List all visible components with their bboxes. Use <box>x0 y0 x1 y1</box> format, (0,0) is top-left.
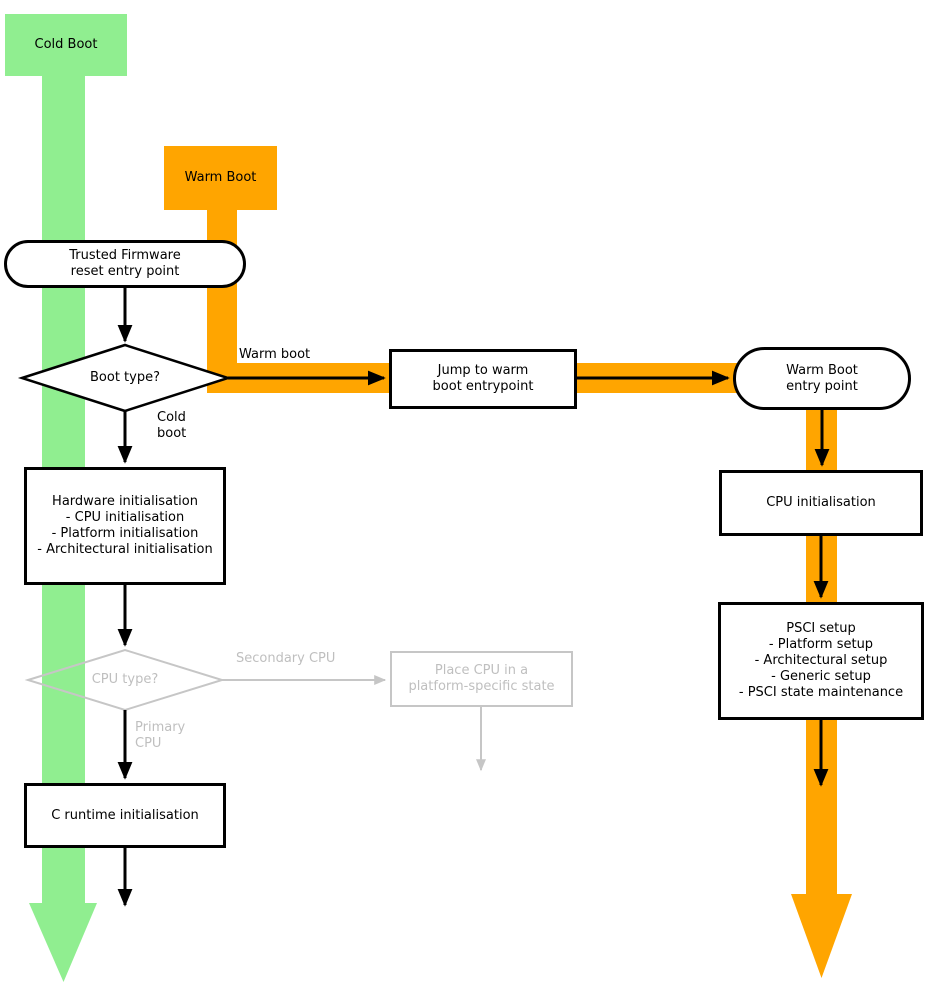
warm-boot-start-node: Warm Boot <box>164 146 277 210</box>
cold-boot-start-node: Cold Boot <box>5 14 127 76</box>
warm-boot-branch-label: Warm boot <box>239 347 311 362</box>
warm-boot-flow-arrowhead <box>791 894 852 978</box>
cpu-type-decision-label: CPU type? <box>91 672 159 687</box>
primary-cpu-branch-label: Primary CPU <box>135 720 186 751</box>
c-runtime-init-node: C runtime initialisation <box>24 783 226 848</box>
tf-reset-entry-node: Trusted Firmware reset entry point <box>4 240 246 288</box>
cold-boot-start-label: Cold Boot <box>34 37 98 52</box>
warm-entry-line1: Warm Boot <box>786 362 858 378</box>
jump-warm-entrypoint-node: Jump to warm boot entrypoint <box>389 349 577 409</box>
jump-warm-line1: Jump to warm <box>437 363 529 378</box>
warm-boot-start-label: Warm Boot <box>184 170 257 185</box>
tf-reset-line1: Trusted Firmware <box>69 248 181 263</box>
warm-boot-entry-node: Warm Boot entry point <box>733 347 911 410</box>
warm-boot-flow-band-vertical-left <box>207 200 237 393</box>
jump-warm-line2: boot entrypoint <box>432 379 534 394</box>
tf-reset-line2: reset entry point <box>70 264 180 279</box>
secondary-cpu-branch-label: Secondary CPU <box>236 651 336 666</box>
cold-boot-branch-label: Cold boot <box>157 410 187 441</box>
place-cpu-node: Place CPU in a platform-specific state <box>390 651 573 707</box>
warm-entry-line2: entry point <box>786 378 858 394</box>
hardware-init-node: Hardware initialisation - CPU initialisa… <box>24 467 226 585</box>
cpu-init-node: CPU initialisation <box>719 470 923 536</box>
cold-boot-flow-arrowhead <box>29 903 97 982</box>
psci-setup-node: PSCI setup - Platform setup - Architectu… <box>718 602 924 720</box>
boot-type-decision-label: Boot type? <box>90 370 160 385</box>
